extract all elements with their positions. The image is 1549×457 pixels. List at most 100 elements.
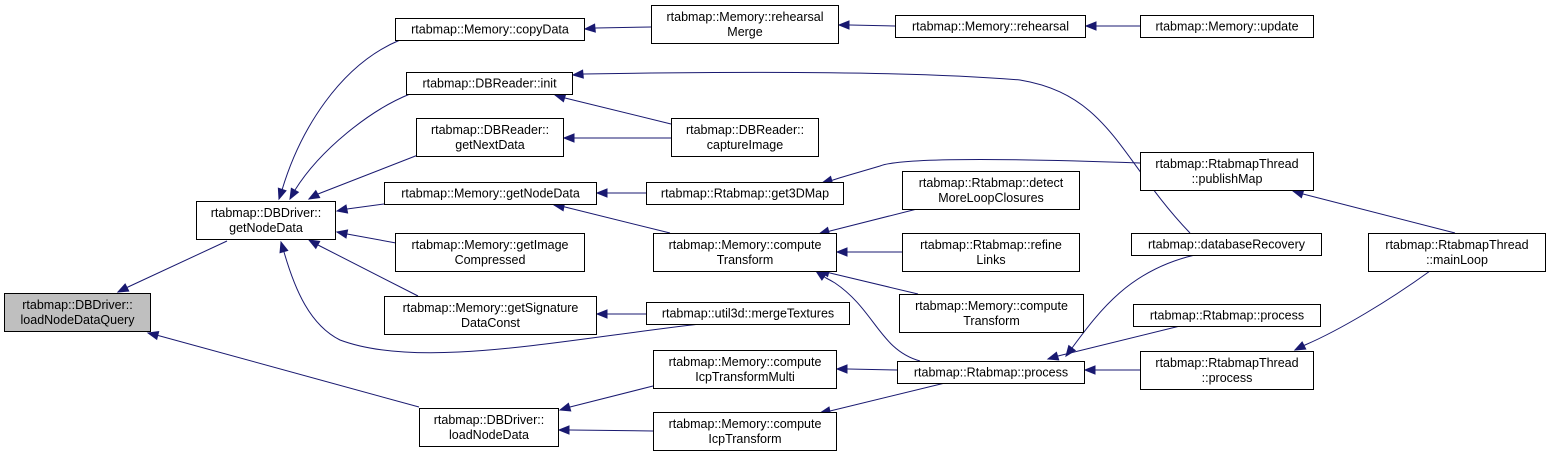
node-label-line: rtabmap::databaseRecovery: [1148, 238, 1306, 252]
edge-line: [289, 93, 411, 200]
node-rtabmap-process[interactable]: rtabmap::Rtabmap::process: [897, 361, 1085, 384]
edge-line: [147, 332, 420, 408]
edge-rtabmap_process-to-memory_computeTransform: [814, 270, 921, 362]
edge-rtabmapthread_process-to-rtabmap_process: [1083, 365, 1140, 375]
node-label-line: captureImage: [707, 138, 783, 152]
node-memory-copyData[interactable]: rtabmap::Memory::copyData: [395, 18, 585, 41]
node-label-line: ::process: [1202, 371, 1253, 385]
edge-line: [821, 159, 1141, 184]
node-label-line: IcpTransformMulti: [695, 370, 795, 384]
node-label-line: rtabmap::DBDriver::: [22, 298, 132, 312]
edge-line: [1065, 254, 1196, 357]
edge-line: [280, 241, 701, 354]
node-dbdriver-loadNodeData[interactable]: rtabmap::DBDriver::loadNodeData: [419, 408, 559, 447]
node-dbreader-getNextData[interactable]: rtabmap::DBReader::getNextData: [416, 118, 564, 157]
node-label-line: rtabmap::Memory::getSignature: [403, 301, 579, 315]
edge-memory_getNodeData-to-dbdriver_getNodeData: [335, 203, 385, 214]
arrowhead-icon: [307, 239, 321, 250]
node-box: [1140, 152, 1314, 191]
node-label-line: ::publishMap: [1192, 172, 1263, 186]
node-box: [1140, 351, 1314, 390]
node-label-line: getNextData: [455, 138, 525, 152]
node-dbdriver-getNodeData[interactable]: rtabmap::DBDriver::getNodeData: [196, 201, 336, 240]
edge-line: [117, 240, 228, 293]
node-label-line: rtabmap::DBReader::init: [422, 77, 557, 91]
node-box: [1133, 304, 1321, 327]
arrowhead-icon: [335, 204, 349, 214]
node-label-line: DataConst: [461, 316, 521, 330]
node-box: [196, 201, 336, 240]
arrowhead-icon: [835, 364, 848, 374]
arrowhead-icon: [583, 23, 596, 33]
arrowhead-icon: [1084, 21, 1097, 31]
node-label-line: IcpTransform: [708, 432, 781, 446]
node-rtabmap-get3DMap[interactable]: rtabmap::Rtabmap::get3DMap: [646, 182, 844, 205]
arrowhead-icon: [116, 283, 130, 293]
node-box: [897, 361, 1085, 384]
edge-memory_rehearsalMerge-to-memory_copyData: [583, 23, 652, 33]
node-rtabmapthread-process[interactable]: rtabmap::RtabmapThread::process: [1140, 351, 1314, 390]
arrowhead-icon: [1046, 351, 1060, 361]
arrowhead-icon: [557, 425, 570, 435]
edge-memory_computeTransform2-to-memory_computeTransform: [817, 268, 919, 295]
arrowhead-icon: [558, 402, 572, 412]
node-label-line: rtabmap::RtabmapThread: [1155, 356, 1298, 370]
edge-line: [559, 429, 654, 432]
node-label-line: rtabmap::DBDriver::: [211, 206, 321, 220]
node-label-line: rtabmap::Memory::rehearsal: [666, 10, 823, 24]
node-memory-rehearsal[interactable]: rtabmap::Memory::rehearsal: [895, 15, 1086, 38]
node-label-line: Transform: [963, 314, 1020, 328]
edge-dbdriver_getNodeData-to-loadNodeDataQuery: [116, 240, 228, 293]
node-label-line: rtabmap::DBReader::: [686, 123, 804, 137]
node-label-line: rtabmap::Memory::compute: [669, 417, 822, 431]
edge-line: [818, 208, 918, 235]
node-dbreader-captureImage[interactable]: rtabmap::DBReader::captureImage: [671, 118, 819, 157]
edge-util3d_mergeTextures-to-dbdriver_getNodeData: [279, 240, 701, 354]
arrowhead-icon: [277, 187, 287, 201]
node-memory-getNodeData[interactable]: rtabmap::Memory::getNodeData: [384, 182, 597, 205]
node-label-line: rtabmap::Rtabmap::process: [1150, 309, 1304, 323]
node-dbreader-init[interactable]: rtabmap::DBReader::init: [406, 72, 573, 95]
node-memory-computeIcpTransformMulti[interactable]: rtabmap::Memory::computeIcpTransformMult…: [653, 350, 837, 389]
edge-memory_update-to-memory_rehearsal: [1084, 21, 1140, 31]
arrowhead-icon: [595, 309, 608, 319]
edge-memory_computeIcpTransform-to-dbdriver_loadNodeData: [557, 425, 654, 435]
node-label-line: rtabmap::Memory::getNodeData: [401, 187, 580, 201]
arrowhead-icon: [553, 93, 567, 103]
node-rtabmapthread-publishMap[interactable]: rtabmap::RtabmapThread::publishMap: [1140, 152, 1314, 191]
arrowhead-icon: [595, 188, 608, 198]
nodes-layer: rtabmap::DBDriver::loadNodeDataQueryrtab…: [4, 5, 1546, 451]
node-loadNodeDataQuery[interactable]: rtabmap::DBDriver::loadNodeDataQuery: [4, 293, 151, 332]
node-label-line: rtabmap::Memory::getImage: [411, 238, 568, 252]
node-rtabmapthread-mainLoop[interactable]: rtabmap::RtabmapThread::mainLoop: [1368, 233, 1546, 272]
node-box: [902, 171, 1080, 210]
node-label-line: Merge: [727, 25, 762, 39]
node-label-line: rtabmap::RtabmapThread: [1155, 157, 1298, 171]
edge-dbdriver_loadNodeData-to-loadNodeDataQuery: [146, 330, 420, 408]
node-label-line: rtabmap::Rtabmap::detect: [919, 176, 1064, 190]
node-memory-update[interactable]: rtabmap::Memory::update: [1140, 15, 1314, 38]
edge-databaseRecovery-to-dbreader_init: [571, 69, 1191, 234]
node-box: [646, 182, 844, 205]
edge-line: [815, 270, 921, 362]
node-label-line: rtabmap::DBDriver::: [434, 413, 544, 427]
edge-memory_computeTransform-to-memory_getNodeData: [552, 202, 671, 234]
edge-line: [278, 39, 401, 200]
node-databaseRecovery[interactable]: rtabmap::databaseRecovery: [1131, 233, 1322, 256]
edge-line: [559, 385, 654, 411]
node-box: [406, 72, 573, 95]
node-util3d-mergeTextures[interactable]: rtabmap::util3d::mergeTextures: [646, 302, 850, 325]
node-box: [651, 5, 839, 44]
node-label-line: rtabmap::Memory::rehearsal: [912, 20, 1069, 34]
node-rtabmap-process2[interactable]: rtabmap::Rtabmap::process: [1133, 304, 1321, 327]
node-label-line: Transform: [717, 253, 774, 267]
